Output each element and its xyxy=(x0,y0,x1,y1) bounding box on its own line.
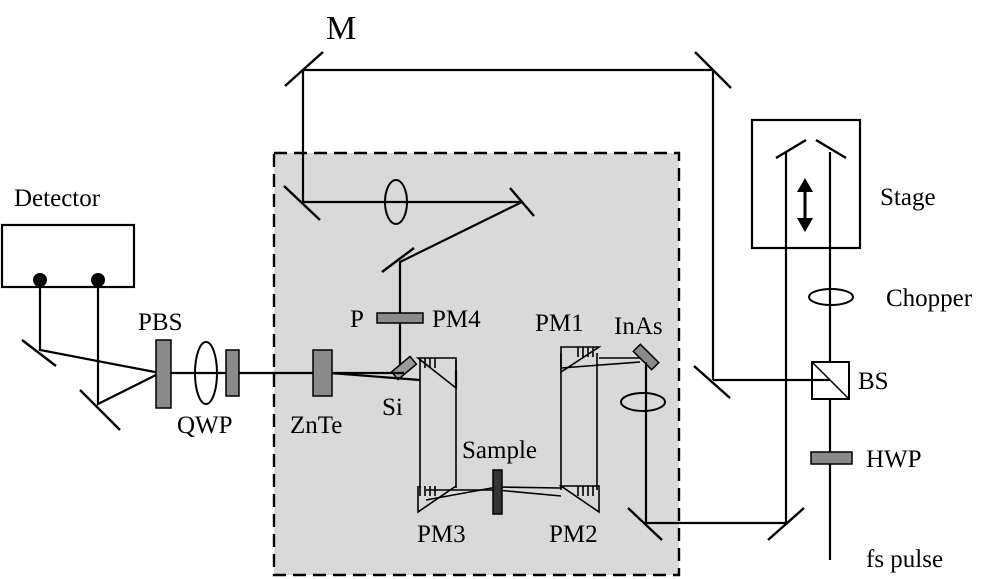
label-pm4: PM4 xyxy=(432,306,481,333)
znte-crystal xyxy=(312,349,333,397)
chopper-wheel xyxy=(808,288,854,306)
label-pm3: PM3 xyxy=(417,521,466,548)
label-sample: Sample xyxy=(462,437,537,464)
label-pm2: PM2 xyxy=(549,521,598,548)
qwp-plate xyxy=(225,349,240,397)
lens-upper xyxy=(384,179,408,225)
delay-stage xyxy=(750,118,862,560)
probe-main-line xyxy=(160,371,421,382)
polarizer-plate xyxy=(376,312,424,324)
pm2-mirror xyxy=(558,485,600,514)
beam-splitter xyxy=(693,361,850,400)
label-hwp: HWP xyxy=(866,446,922,473)
label-pm1: PM1 xyxy=(535,310,584,337)
label-pbs: PBS xyxy=(138,309,182,336)
label-si: Si xyxy=(382,394,403,421)
pm1-mirror xyxy=(560,346,641,374)
label-stage: Stage xyxy=(880,184,936,211)
qwp-lens xyxy=(194,341,218,405)
label-mirror-m: M xyxy=(326,10,356,47)
sample-plate xyxy=(492,469,503,515)
pm3-mirror xyxy=(417,485,457,514)
detector-optics xyxy=(0,223,333,431)
pbs-plate xyxy=(155,339,172,409)
hwp-plate xyxy=(810,451,853,465)
label-chopper: Chopper xyxy=(886,285,973,312)
label-bs: BS xyxy=(858,368,889,395)
inas-emitter xyxy=(632,343,660,371)
mirror-m-loop xyxy=(284,51,732,380)
label-inas: InAs xyxy=(614,313,663,340)
label-detector: Detector xyxy=(14,185,101,212)
label-znte: ZnTe xyxy=(290,412,342,439)
label-polarizer: P xyxy=(350,306,364,333)
pump-path xyxy=(620,252,805,541)
label-fs-pulse: fs pulse xyxy=(866,546,943,573)
label-qwp: QWP xyxy=(177,412,233,439)
lens-pump xyxy=(620,392,666,412)
